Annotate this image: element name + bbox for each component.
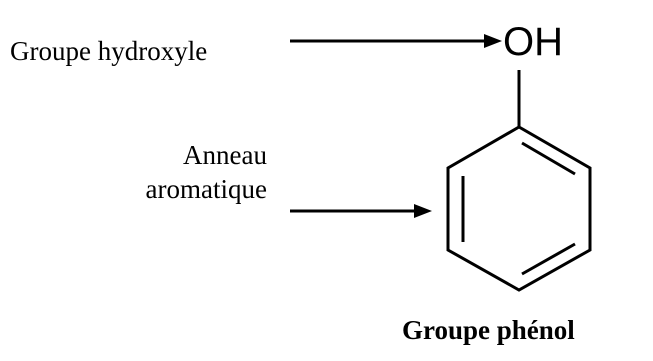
hydroxyl-group-label: Groupe hydroxyle: [10, 36, 208, 66]
double-bond-lower-right: [521, 242, 576, 276]
aromatic-ring-label-line1: Anneau: [183, 140, 267, 170]
aromatic-ring-arrowhead: [414, 204, 432, 218]
hydroxyl-arrowhead: [484, 34, 502, 48]
oh-label: OH: [503, 20, 563, 64]
aromatic-ring-label: Anneau aromatique: [146, 138, 267, 206]
double-bond-upper-right: [521, 141, 576, 176]
aromatic-ring-label-line2: aromatique: [145, 174, 267, 204]
benzene-ring: [446, 125, 592, 292]
diagram-title: Groupe phénol: [402, 315, 575, 345]
